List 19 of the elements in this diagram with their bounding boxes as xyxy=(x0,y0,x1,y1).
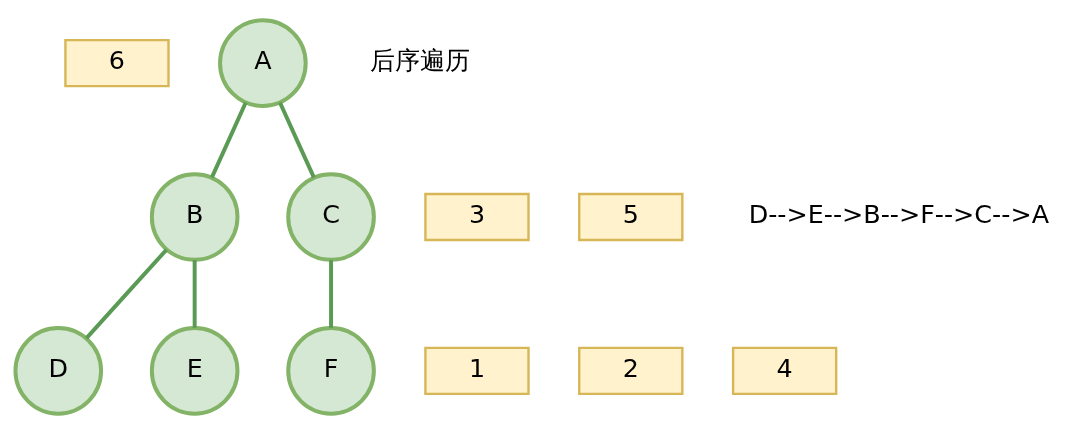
connector xyxy=(192,260,197,328)
node-box: 4 xyxy=(731,346,838,395)
node-box: 1 xyxy=(424,346,530,395)
node-box: 5 xyxy=(578,192,684,242)
node-box: 2 xyxy=(578,346,684,395)
connector xyxy=(210,101,248,179)
label: D-->E-->B-->F-->C-->A xyxy=(748,199,1049,230)
connector xyxy=(329,260,334,328)
node-box: 6 xyxy=(64,39,170,88)
connector xyxy=(278,101,316,179)
node-circle: E xyxy=(149,326,240,416)
node-circle: D xyxy=(13,326,104,416)
node-circle: A xyxy=(218,18,308,108)
connector xyxy=(85,248,168,340)
node-circle: B xyxy=(149,172,240,262)
node-circle: C xyxy=(286,172,376,262)
label: 后序遍历 xyxy=(369,45,470,76)
node-box: 3 xyxy=(424,192,530,242)
node-circle: F xyxy=(286,326,376,416)
